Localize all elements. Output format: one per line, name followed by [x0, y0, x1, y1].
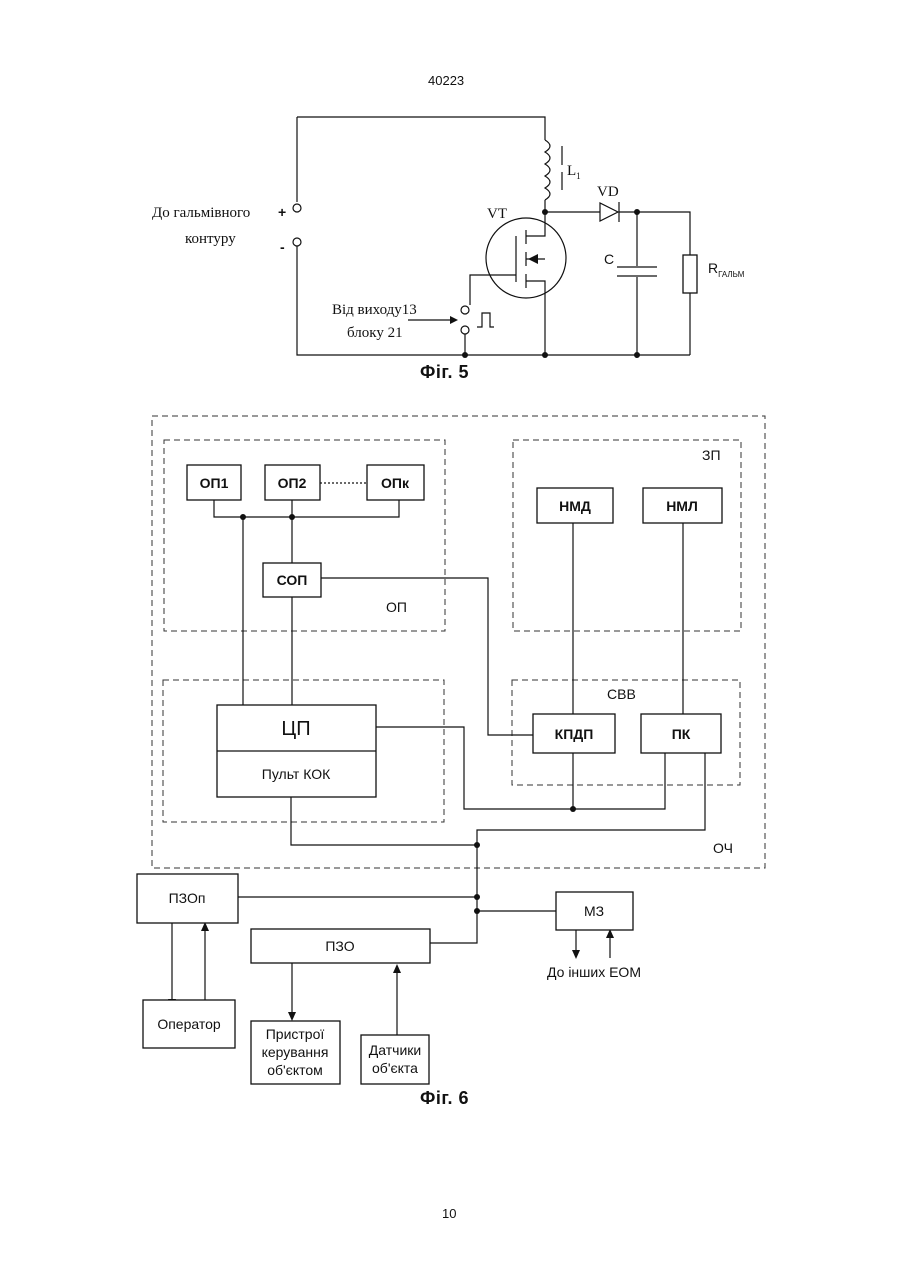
nml-label: НМЛ: [666, 498, 698, 514]
zp-group-label: ЗП: [702, 447, 721, 463]
cp-label: ЦП: [281, 718, 310, 740]
nmd-label: НМД: [559, 498, 591, 514]
pk-label: ПК: [672, 726, 691, 742]
figure-6-caption: Фіг. 6: [420, 1088, 469, 1109]
console-label: Пульт КОК: [262, 766, 331, 782]
operator-label: Оператор: [157, 1016, 221, 1032]
op1-label: ОП1: [200, 475, 229, 491]
control-devices-label-line3: об'єктом: [267, 1062, 323, 1078]
figure-6-block-diagram: ОП1 ОП2 ОПк СОП ОП ЗП НМД НМЛ СВВ КПДП П…: [0, 0, 901, 1100]
och-group-label: ОЧ: [713, 840, 733, 856]
group-och: [152, 416, 765, 868]
mz-label: МЗ: [584, 903, 604, 919]
control-devices-label-line1: Пристрої: [266, 1026, 325, 1042]
svv-group-label: СВВ: [607, 686, 636, 702]
kpdp-label: КПДП: [555, 726, 594, 742]
pzop-label: ПЗОп: [169, 890, 206, 906]
sensors-label-line2: об'єкта: [372, 1060, 418, 1076]
op-group-label: ОП: [386, 599, 407, 615]
other-computers-label: До інших ЕОМ: [547, 964, 641, 980]
group-zp: [513, 440, 741, 631]
sensors-label-line1: Датчики: [369, 1042, 421, 1058]
page-number: 10: [442, 1206, 456, 1221]
sop-label: СОП: [277, 572, 308, 588]
control-devices-label-line2: керування: [262, 1044, 329, 1060]
opk-label: ОПк: [381, 475, 410, 491]
op2-label: ОП2: [278, 475, 307, 491]
pzo-label: ПЗО: [325, 938, 354, 954]
